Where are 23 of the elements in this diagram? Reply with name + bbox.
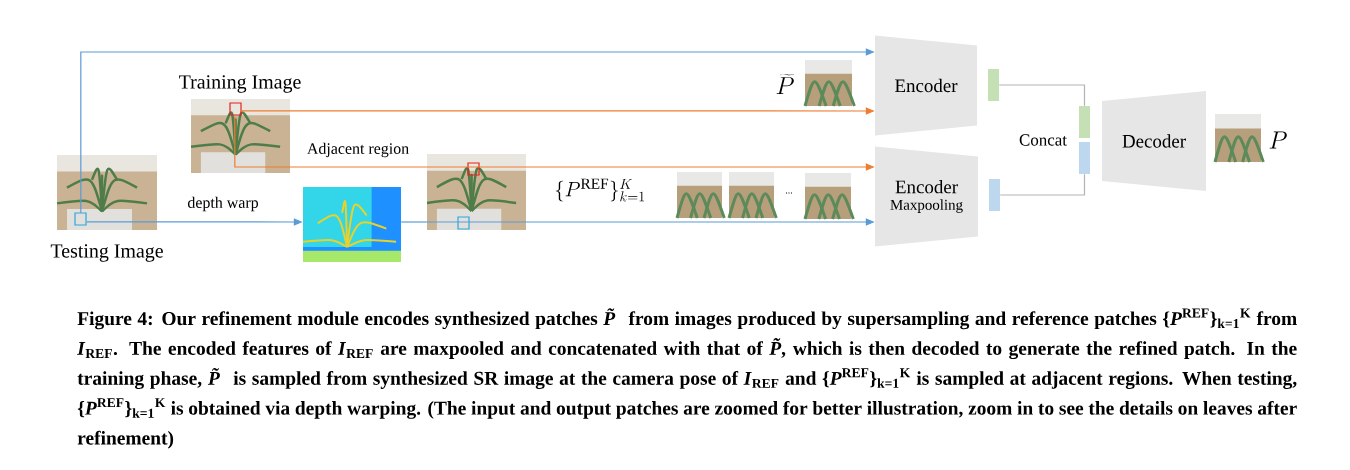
- caption: Figure 4: Our refinement module encodes synthesized patches P̃ from images produced by supersampling and reference patches {P$^{REF}$}$_{k=1}$$^{K}$ from I$_{REF}$. The encoded features of I$_{REF}$ are maxpooled and concatenated with that of P̃, which is then decoded to generate the refined patch. In the training phase, P̃ is sampled from synthesized SR image at the camera pose of I$_{REF}$ and {P$^{REF}$}$_{k=1}$$^{K}$ is sampled at adjacent regions. When testing, {P$^{REF}$}$_{k=1}$$^{K}$ is obtained via depth warping. (The input and output patches are zoomed for better illustration, zoom in to see the details on leaves after refinement): [77, 308, 1297, 449]
- image-title: Training Image: [179, 75, 301, 93]
- edge-label: Adjacent region: [305, 141, 411, 159]
- edge-label: depth warp: [186, 195, 260, 213]
- math-label: $\widetilde{P}$: [776, 73, 795, 95]
- photo: [302, 187, 401, 262]
- feature-bar: [1079, 142, 1090, 174]
- math-label: $P$: [1269, 131, 1287, 149]
- text-label: ...: [785, 192, 793, 194]
- encoder-block: Encoder Maxpooling: [875, 146, 978, 247]
- text-label: Concat: [1019, 134, 1067, 146]
- feature-bar: [1079, 106, 1090, 138]
- connector-line: [400, 221, 428, 223]
- connector-line: [998, 84, 1086, 107]
- decoder-block: Decoder: [1102, 91, 1206, 191]
- feature-bar: [988, 69, 999, 101]
- image-title: Testing Image: [50, 244, 163, 262]
- feature-bar: [989, 179, 1000, 211]
- math-label: $\{P^{\mathrm{REF}}\}_{k=1}^{K}$: [555, 178, 645, 202]
- encoder-block: Encoder: [875, 35, 977, 136]
- photo: [426, 154, 526, 230]
- connector-line: [999, 173, 1086, 196]
- connector-line: [234, 116, 428, 168]
